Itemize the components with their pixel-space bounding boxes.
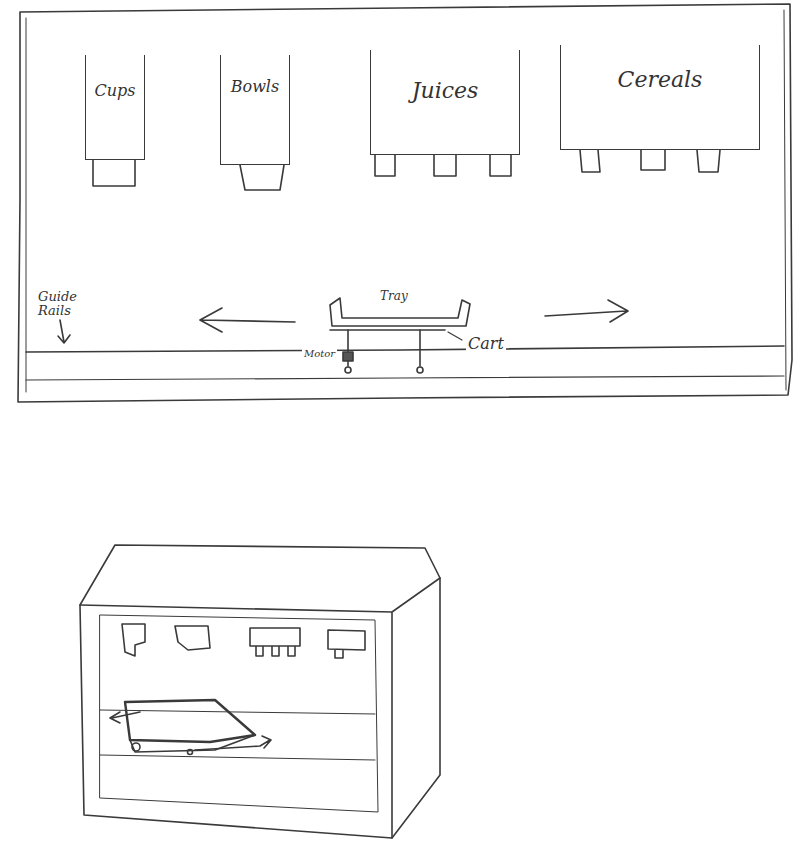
tray-label: Tray (378, 290, 410, 303)
wheel (417, 367, 423, 373)
nozzle (93, 160, 135, 186)
dispenser-label: Cereals (561, 67, 759, 92)
wheel (345, 367, 351, 373)
nozzle (490, 155, 511, 176)
dispenser-box: Juices (370, 50, 520, 155)
motion-arrow (200, 308, 295, 332)
perspective-sketch (80, 545, 440, 838)
pointer-arrow (58, 320, 70, 343)
motor-box (343, 352, 353, 361)
cart-leg (348, 330, 420, 366)
nozzle (641, 150, 665, 170)
frame-inner-edge (26, 10, 786, 392)
dispenser-box: Bowls (220, 55, 290, 165)
guide-rail (26, 346, 784, 352)
nozzle (580, 150, 600, 172)
motion-arrow (545, 300, 628, 322)
leader-line (448, 332, 462, 340)
guide-rail (26, 376, 784, 380)
dispenser-label: Juices (371, 78, 519, 103)
nozzle (375, 155, 395, 176)
dispenser-box: Cereals (560, 45, 760, 150)
nozzle (434, 155, 456, 176)
dispenser-label: Bowls (221, 77, 289, 96)
machine-frame (18, 4, 792, 402)
cart-label: Cart (466, 335, 506, 353)
dispenser-label: Cups (86, 81, 144, 100)
nozzle (240, 165, 284, 190)
nozzle (697, 150, 720, 172)
motor-label: Motor (302, 348, 337, 359)
rail-label: Guide Rails (36, 290, 96, 319)
dispenser-box: Cups (85, 55, 145, 160)
